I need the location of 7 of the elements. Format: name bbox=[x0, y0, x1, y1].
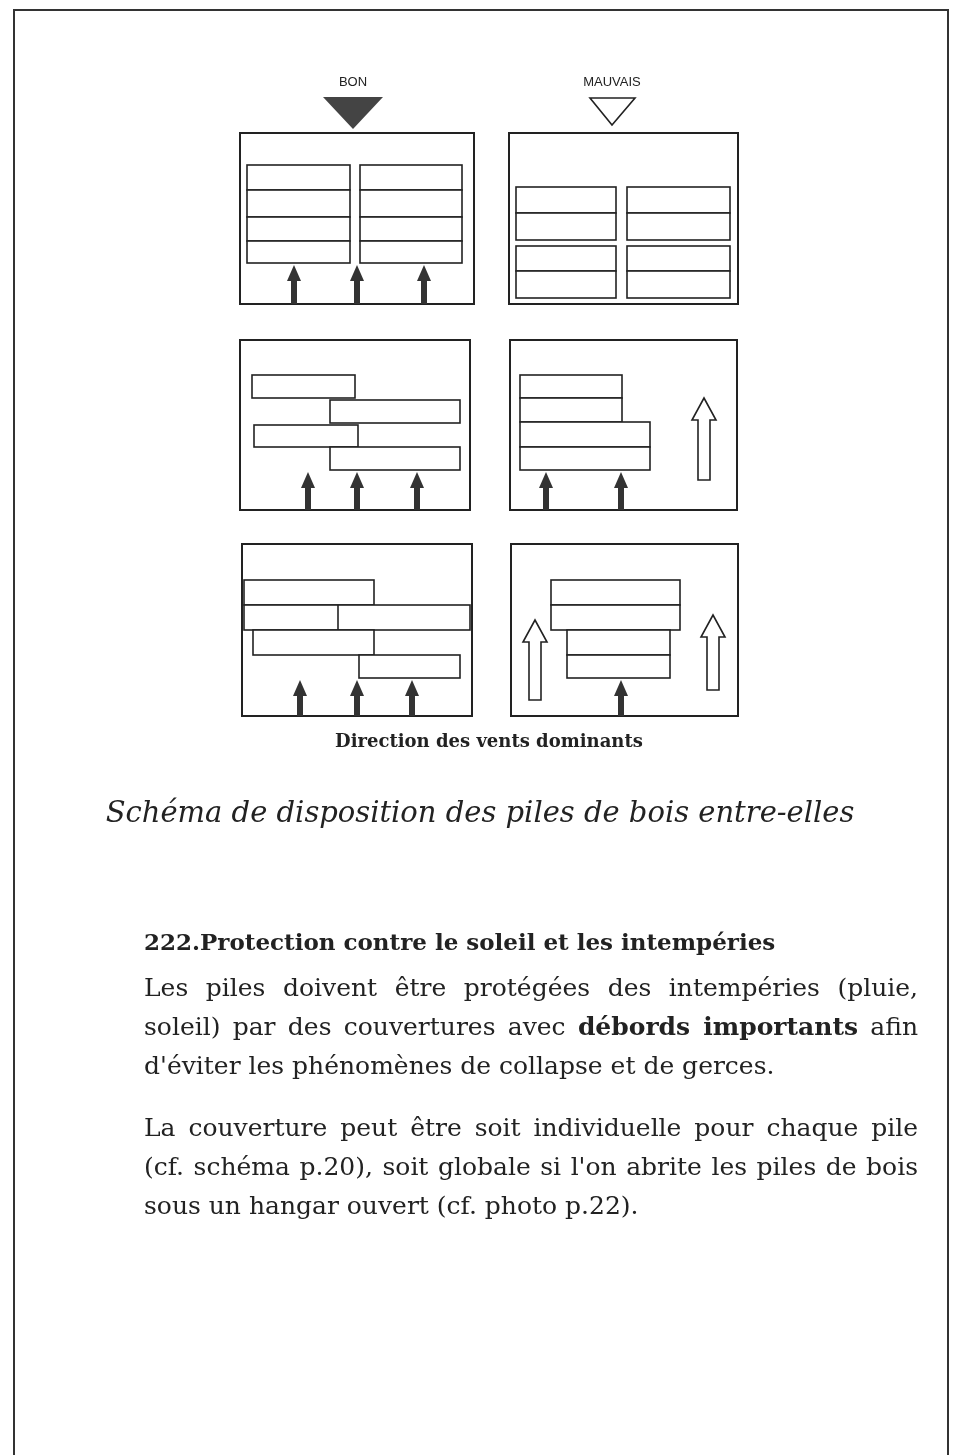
paragraph: Les piles doivent être protégées des intempéries (pluie, soleil) par des couvertures avec débords importants afin d'éviter les phénomènes de collapse et de gerces. bbox=[144, 972, 918, 1082]
paragraph: La couverture peut être soit individuelle pour chaque pile (cf. schéma p.20), soit globale si l'on abrite les piles de bois sous un hangar ouvert (cf. photo p.22). bbox=[144, 1112, 918, 1222]
column-heading: MAUVAIS bbox=[582, 74, 642, 89]
figure-label: Direction des vents dominants bbox=[334, 730, 644, 751]
figure-caption: Schéma de disposition des piles de bois entre-elles bbox=[104, 795, 856, 829]
section-heading: 222.Protection contre le soleil et les intempéries bbox=[144, 928, 777, 955]
column-heading: BON bbox=[337, 74, 369, 89]
